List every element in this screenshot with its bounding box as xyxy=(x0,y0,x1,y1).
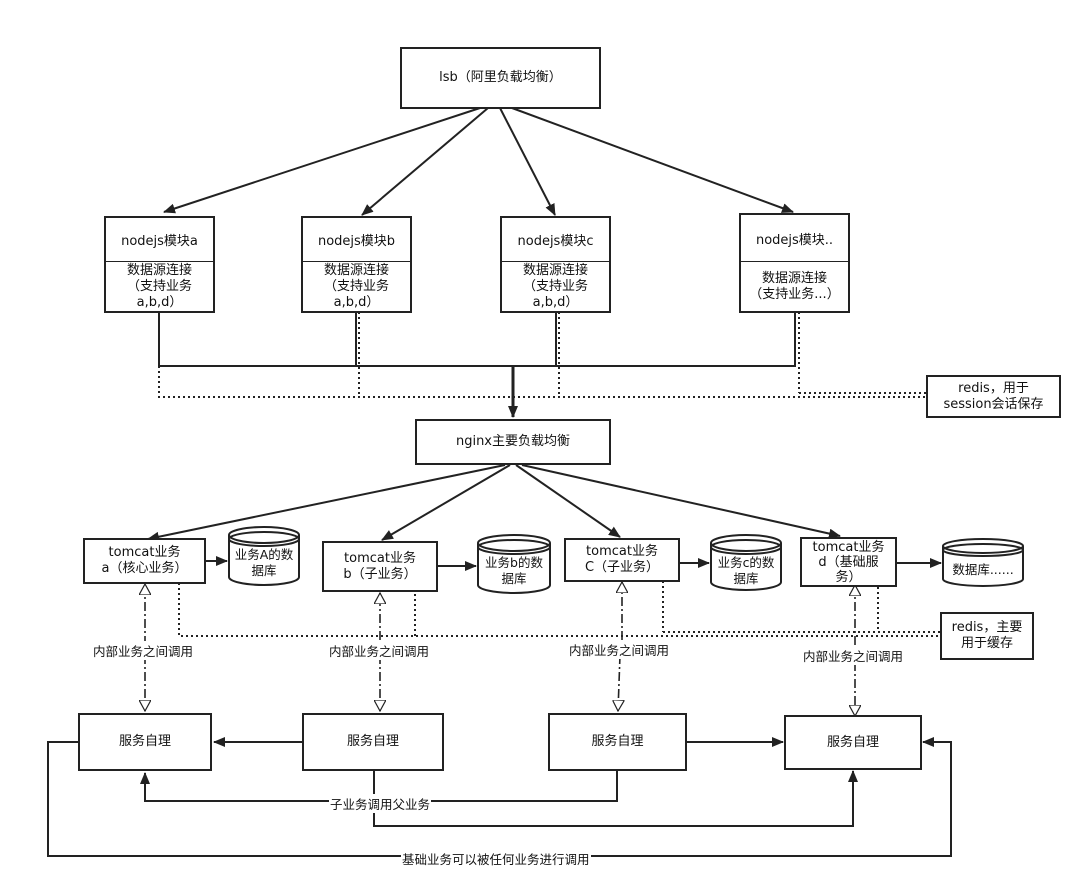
lsb-label: lsb（阿里负载均衡） xyxy=(439,70,562,85)
database-cylinders xyxy=(228,526,1024,594)
internal-call-label-c: 内部业务之间调用 xyxy=(568,640,671,659)
internal-call-arrows xyxy=(145,582,855,716)
db-b-cylinder xyxy=(477,534,551,594)
nodejs-module-b: nodejs模块b 数据源连接 （支持业务 a,b,d） xyxy=(301,216,412,313)
db-c-label: 业务c的数 据库 xyxy=(717,555,775,586)
service-box-b: 服务自理 xyxy=(302,713,444,771)
redis-cache-label: redis，主要 用于缓存 xyxy=(951,620,1023,651)
service-box-a: 服务自理 xyxy=(78,713,212,771)
tomcat-service-c: tomcat业务 C（子业务） xyxy=(564,538,680,582)
nodejs-to-nginx-lines xyxy=(158,312,796,418)
nodejs-module-a: nodejs模块a 数据源连接 （支持业务 a,b,d） xyxy=(104,216,215,313)
tomcat-label: tomcat业务 d（基础服 务） xyxy=(812,539,885,585)
internal-call-label-a: 内部业务之间调用 xyxy=(92,641,195,660)
tomcat-service-a: tomcat业务 a（核心业务） xyxy=(83,538,206,584)
service-box-d: 服务自理 xyxy=(784,715,922,770)
tomcat-service-d: tomcat业务 d（基础服 务） xyxy=(800,537,897,587)
tomcat-label: tomcat业务 a（核心业务） xyxy=(101,545,188,576)
internal-call-label-d: 内部业务之间调用 xyxy=(802,646,905,665)
lsb-to-nodejs-arrows xyxy=(163,107,794,216)
db-a-cylinder xyxy=(228,526,300,586)
tomcat-to-redis-dotted xyxy=(178,581,940,637)
nodejs-module-title: nodejs模块c xyxy=(502,218,609,262)
db-a-label: 业务A的数 据库 xyxy=(234,547,294,578)
nodejs-module-desc: 数据源连接 （支持业务 a,b,d） xyxy=(126,262,192,310)
service-label: 服务自理 xyxy=(591,734,644,749)
nodejs-module-title: nodejs模块b xyxy=(303,218,410,262)
nodejs-module-desc: 数据源连接 （支持业务...） xyxy=(749,270,840,302)
redis-cache-box: redis，主要 用于缓存 xyxy=(940,612,1034,660)
nodejs-module-desc: 数据源连接 （支持业务 a,b,d） xyxy=(323,262,389,310)
tomcat-to-db-arrows xyxy=(206,556,942,571)
base-callable-label: 基础业务可以被任何业务进行调用 xyxy=(401,849,591,868)
service-label: 服务自理 xyxy=(346,734,399,749)
db-b-label: 业务b的数 据库 xyxy=(485,555,543,586)
db-d-cylinder xyxy=(942,538,1024,587)
db-d-label: 数据库...... xyxy=(952,562,1014,577)
redis-session-label: redis，用于 session会话保存 xyxy=(943,380,1044,412)
service-box-c: 服务自理 xyxy=(548,713,687,771)
nginx-load-balancer: nginx主要负载均衡 xyxy=(415,419,611,465)
nodejs-module-desc: 数据源连接 （支持业务 a,b,d） xyxy=(522,262,588,310)
nodejs-module-more: nodejs模块.. 数据源连接 （支持业务...） xyxy=(739,213,850,313)
tomcat-label: tomcat业务 b（子业务） xyxy=(343,550,417,582)
tomcat-service-b: tomcat业务 b（子业务） xyxy=(322,541,438,592)
nginx-label: nginx主要负载均衡 xyxy=(455,434,571,449)
nodejs-module-title: nodejs模块a xyxy=(106,218,213,262)
tomcat-label: tomcat业务 C（子业务） xyxy=(584,544,660,575)
redis-session-box: redis，用于 session会话保存 xyxy=(926,375,1061,418)
lsb-load-balancer: lsb（阿里负载均衡） xyxy=(400,47,601,109)
service-label: 服务自理 xyxy=(826,734,879,750)
service-label: 服务自理 xyxy=(118,734,171,749)
internal-call-label-b: 内部业务之间调用 xyxy=(328,641,431,660)
nodejs-module-c: nodejs模块c 数据源连接 （支持业务 a,b,d） xyxy=(500,216,611,313)
nginx-to-tomcat-arrows xyxy=(147,464,841,542)
nodejs-to-redis-dotted xyxy=(158,312,926,398)
child-calls-parent-label: 子业务调用父业务 xyxy=(329,794,432,813)
db-c-cylinder xyxy=(710,534,782,591)
nodejs-module-title: nodejs模块.. xyxy=(741,215,848,262)
